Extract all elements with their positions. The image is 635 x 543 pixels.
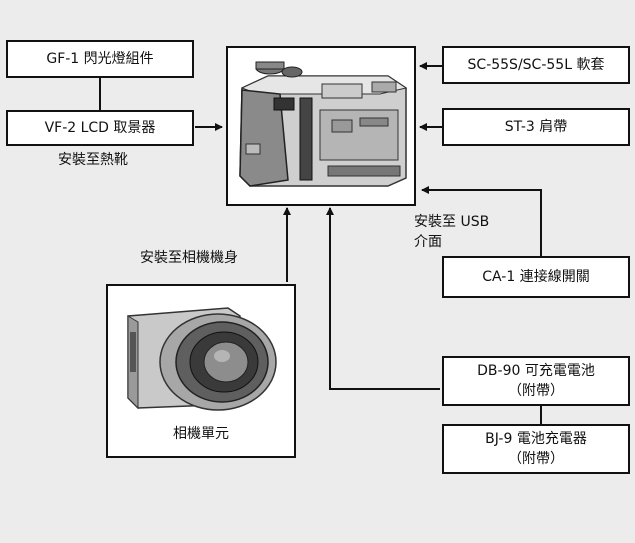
attach-body-label: 安裝至相機機身 (140, 250, 238, 266)
camera-unit-image: 相機單元 (106, 284, 296, 458)
vf2-label: VF-2 LCD 取景器 (44, 120, 156, 136)
db90-connector (329, 218, 440, 390)
bj9-label-line2: （附帶） (508, 451, 564, 467)
vf2-viewfinder-box: VF-2 LCD 取景器 (6, 110, 194, 146)
db90-label-line2: （附帶） (508, 383, 564, 399)
sc55-case-box: SC-55S/SC-55L 軟套 (442, 46, 630, 84)
ca1-cable-switch-box: CA-1 連接線開關 (442, 256, 630, 298)
db90-battery-box: DB-90 可充電電池 （附帶） (442, 356, 630, 406)
usb-label-line1: 安裝至 USB (414, 214, 490, 230)
hot-shoe-label: 安裝至熱靴 (58, 152, 128, 168)
bj9-label-line1: BJ-9 電池充電器 (485, 431, 587, 447)
st3-strap-box: ST-3 肩帶 (442, 108, 630, 146)
gf1-label: GF-1 閃光燈組件 (46, 51, 154, 67)
camera-body-image (226, 46, 416, 206)
camera-unit-label: 相機單元 (173, 426, 229, 442)
db90-label-line1: DB-90 可充電電池 (477, 363, 595, 379)
ca1-label: CA-1 連接線開關 (482, 269, 590, 285)
st3-label: ST-3 肩帶 (504, 119, 568, 135)
sc55-label: SC-55S/SC-55L 軟套 (467, 57, 605, 73)
bj9-charger-box: BJ-9 電池充電器 （附帶） (442, 424, 630, 474)
gf1-flash-unit-box: GF-1 閃光燈組件 (6, 40, 194, 78)
ca1-connector (424, 189, 542, 256)
usb-label-line2: 介面 (414, 234, 442, 250)
